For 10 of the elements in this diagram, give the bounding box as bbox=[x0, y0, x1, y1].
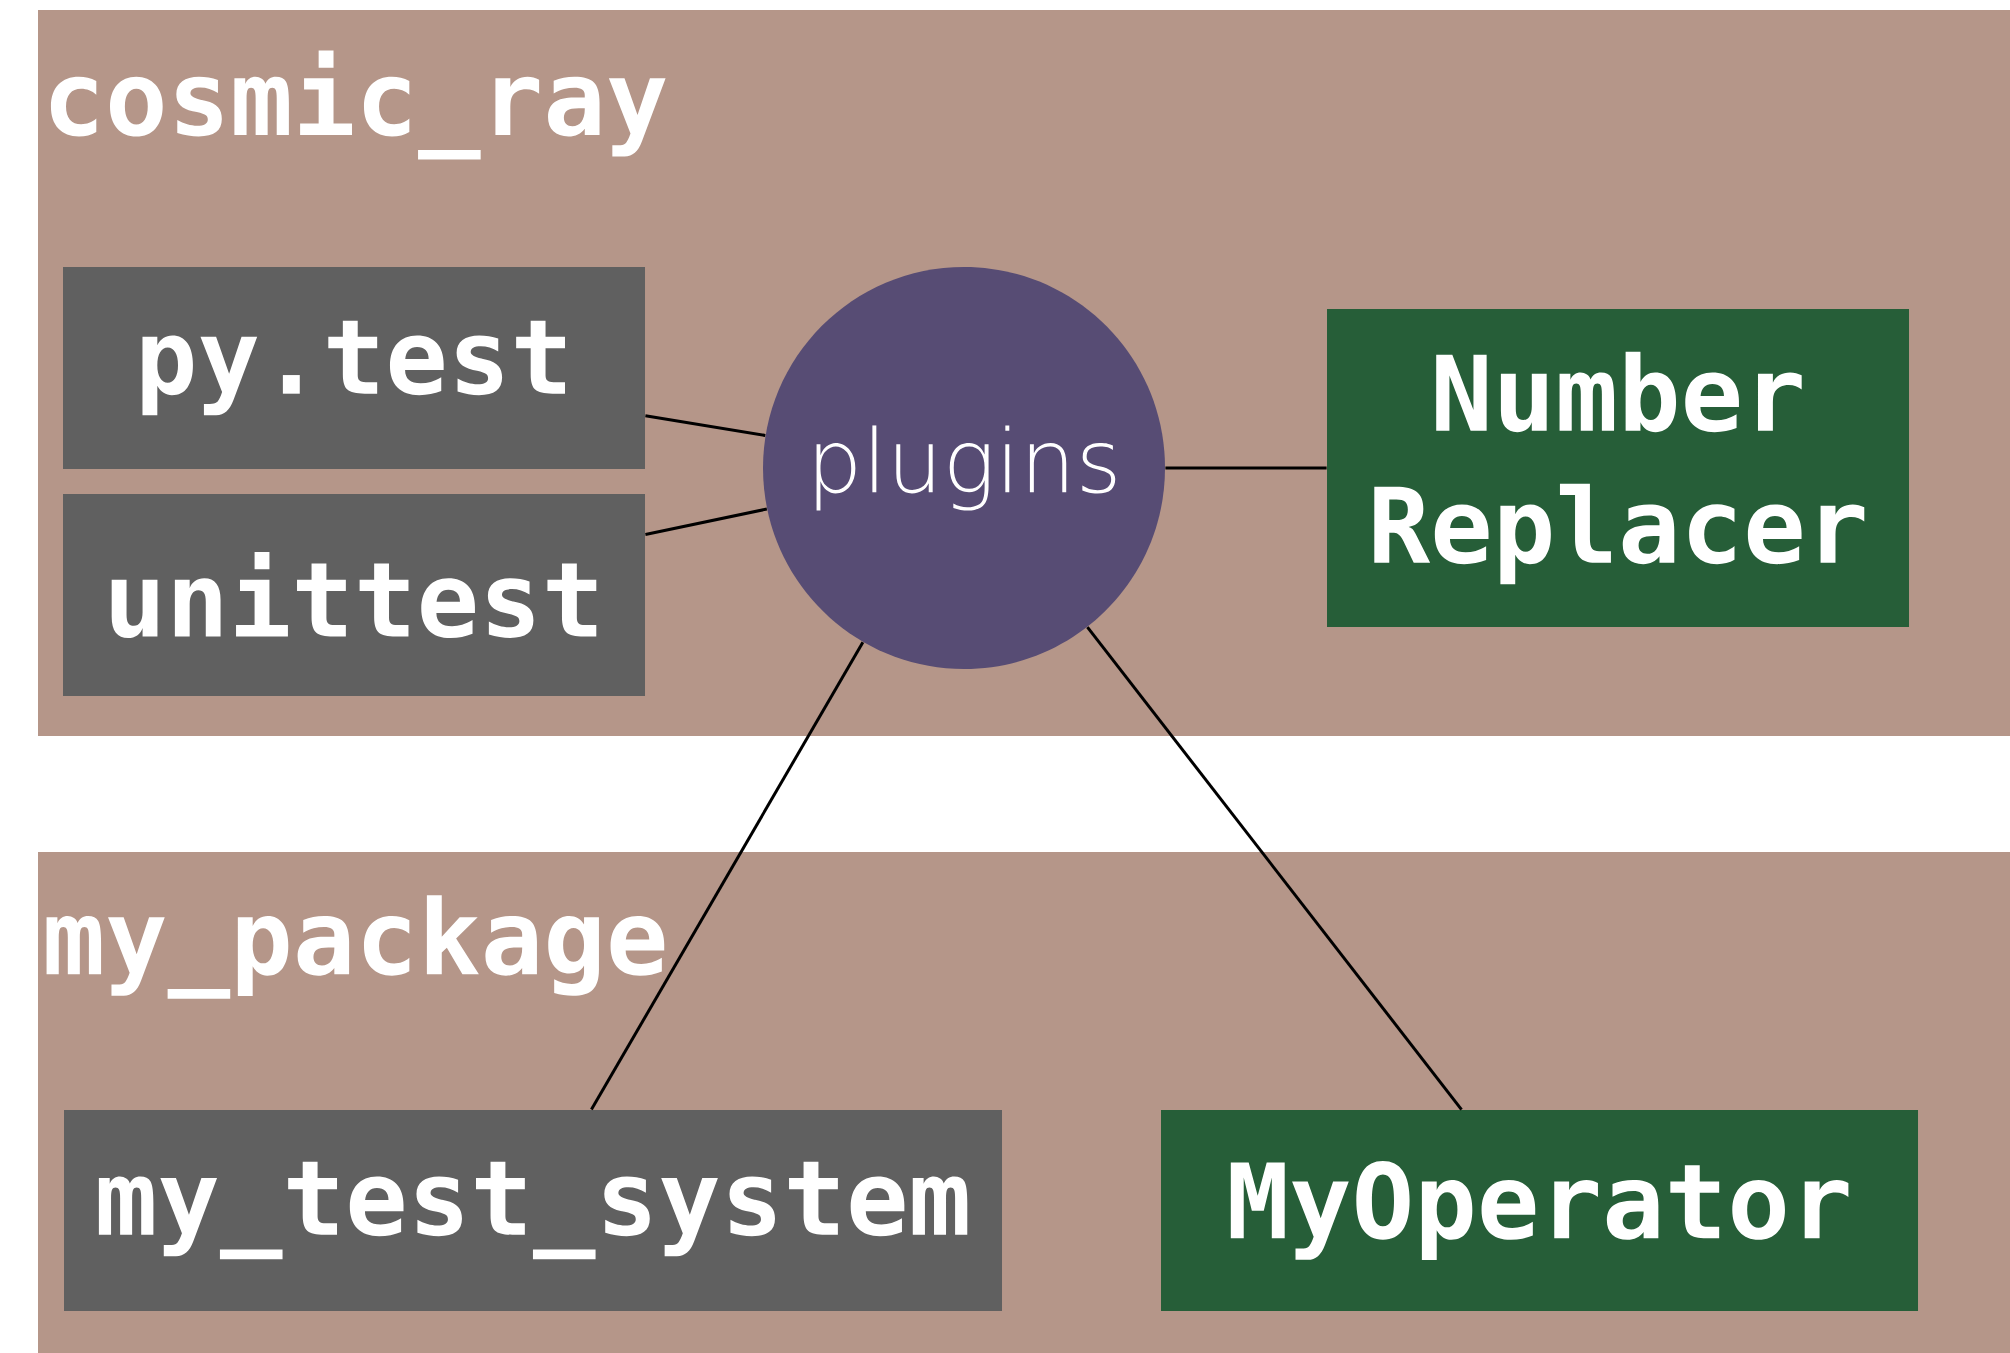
component-box: py.test bbox=[63, 267, 645, 469]
connector-line bbox=[590, 641, 865, 1111]
plugin-box: Number Replacer bbox=[1327, 309, 1909, 627]
connector-line bbox=[645, 507, 768, 536]
connector-line bbox=[645, 414, 766, 437]
connector-line bbox=[1086, 626, 1463, 1111]
connector-line bbox=[1165, 466, 1327, 470]
component-box: my_test_system bbox=[64, 1110, 1002, 1311]
component-box: unittest bbox=[63, 494, 645, 696]
plugin-box: MyOperator bbox=[1161, 1110, 1918, 1311]
